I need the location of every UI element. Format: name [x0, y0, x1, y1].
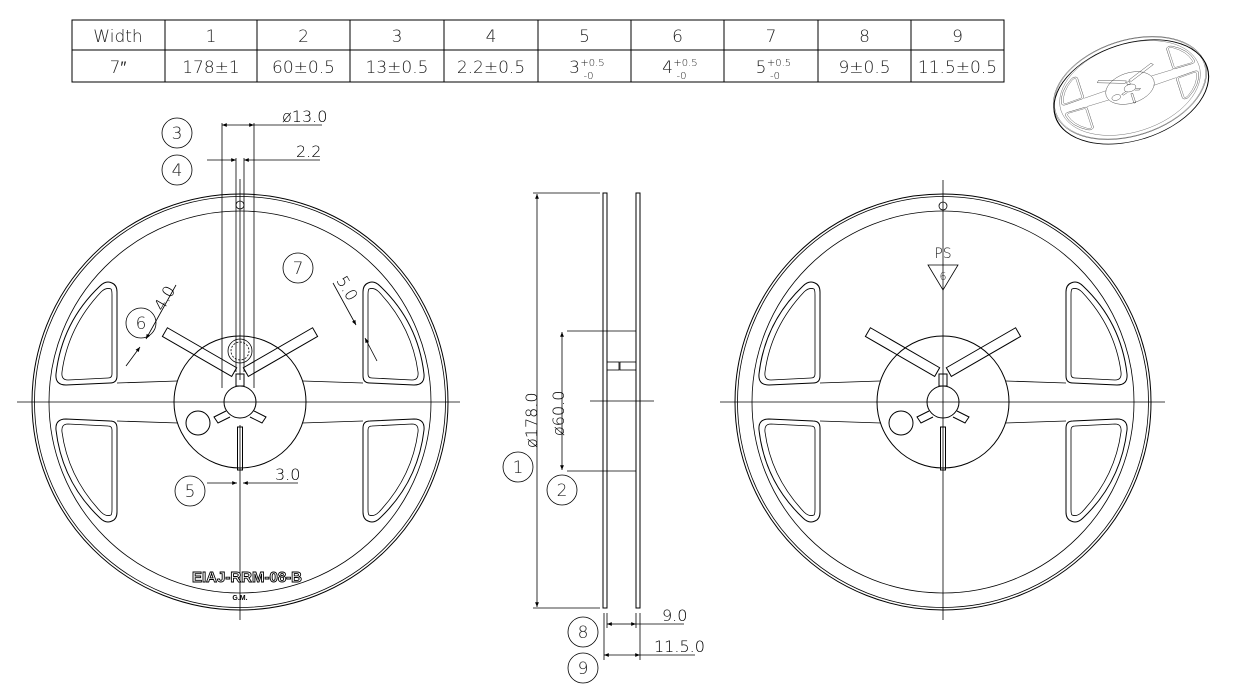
table-column-header: 2	[298, 27, 309, 47]
table-cell-value: 178±1	[182, 58, 240, 78]
svg-text:9: 9	[578, 659, 589, 679]
dim-outer-width: 11.5.0	[654, 637, 705, 656]
table-cell-value: 2.2±0.5	[457, 58, 525, 78]
callout-4: 4	[161, 154, 193, 186]
table-cell-value: 3	[569, 58, 580, 78]
dim-hub-outer-diameter: ø60.0	[549, 391, 568, 436]
table-cell-value: 9±0.5	[838, 58, 890, 78]
callout-2: 2	[546, 474, 578, 506]
back-view: PS 6	[720, 180, 1165, 620]
table-column-header: 4	[486, 27, 497, 47]
tolerance-minus: -0	[770, 71, 780, 82]
tolerance-plus: +0.5	[673, 58, 697, 69]
svg-text:8: 8	[578, 623, 589, 643]
tolerance-minus: -0	[677, 71, 687, 82]
callout-3: 3	[161, 117, 193, 149]
reel-isometric-thumbnail	[1039, 18, 1222, 163]
callout-5: 5	[174, 475, 206, 507]
callout-6: 6	[125, 307, 157, 339]
dim-lower-slot: 3.0	[275, 465, 300, 484]
recycle-mark-icon	[227, 338, 253, 364]
reel-marking: EIAJ-RRM-08-B	[192, 569, 302, 586]
dim-slot-5: 5.0	[333, 273, 362, 305]
table-cell-value: 5	[756, 58, 767, 78]
tolerance-minus: -0	[584, 71, 594, 82]
svg-text:1: 1	[513, 458, 524, 478]
dim-reel-diameter: ø178.0	[522, 392, 541, 448]
svg-text:6: 6	[136, 314, 147, 334]
table-column-header: 7	[766, 27, 777, 47]
table-column-header: 8	[859, 27, 870, 47]
dim-hub-diameter: ø13.0	[282, 107, 327, 126]
table-cell-value: 4	[662, 58, 673, 78]
tolerance-plus: +0.5	[767, 58, 791, 69]
table-row-label: 7″	[110, 58, 127, 78]
callout-8: 8	[567, 616, 599, 648]
callout-9: 9	[567, 652, 599, 684]
recycle-number: 6	[940, 270, 947, 283]
table-column-header: 6	[672, 27, 683, 47]
spec-table: Width 7″ 1178±1260±0.5313±0.542.2±0.553+…	[71, 19, 1005, 83]
table-header-width: Width	[93, 27, 142, 47]
svg-text:5: 5	[185, 482, 196, 502]
svg-text:4: 4	[172, 161, 183, 181]
dim-slot-width: 2.2	[296, 142, 321, 161]
table-column-header: 3	[392, 27, 403, 47]
table-cell-value: 13±0.5	[366, 58, 429, 78]
tolerance-plus: +0.5	[580, 58, 604, 69]
side-view: ø178.0 ø60.0 9.0 11.5.0 1 2 8 9	[502, 192, 705, 684]
recycle-triangle-icon	[927, 264, 959, 291]
table-column-header: 9	[952, 27, 963, 47]
svg-text:2: 2	[557, 481, 568, 501]
table-cell-value: 11.5±0.5	[918, 58, 997, 78]
callout-1: 1	[502, 451, 534, 483]
recycle-label: PS	[934, 246, 951, 262]
table-column-header: 1	[206, 27, 217, 47]
svg-text:3: 3	[172, 124, 183, 144]
table-cell-value: 60±0.5	[272, 58, 335, 78]
front-view: ø13.0 2.2 3.0 4.0 5.0 3 4 5 6 7 EIAJ-RRM…	[17, 107, 460, 620]
dim-inner-width: 9.0	[662, 606, 687, 625]
table-column-header: 5	[579, 27, 590, 47]
reel-marking-sub: G.M.	[232, 595, 247, 602]
svg-text:7: 7	[293, 259, 304, 279]
callout-7: 7	[282, 252, 314, 284]
